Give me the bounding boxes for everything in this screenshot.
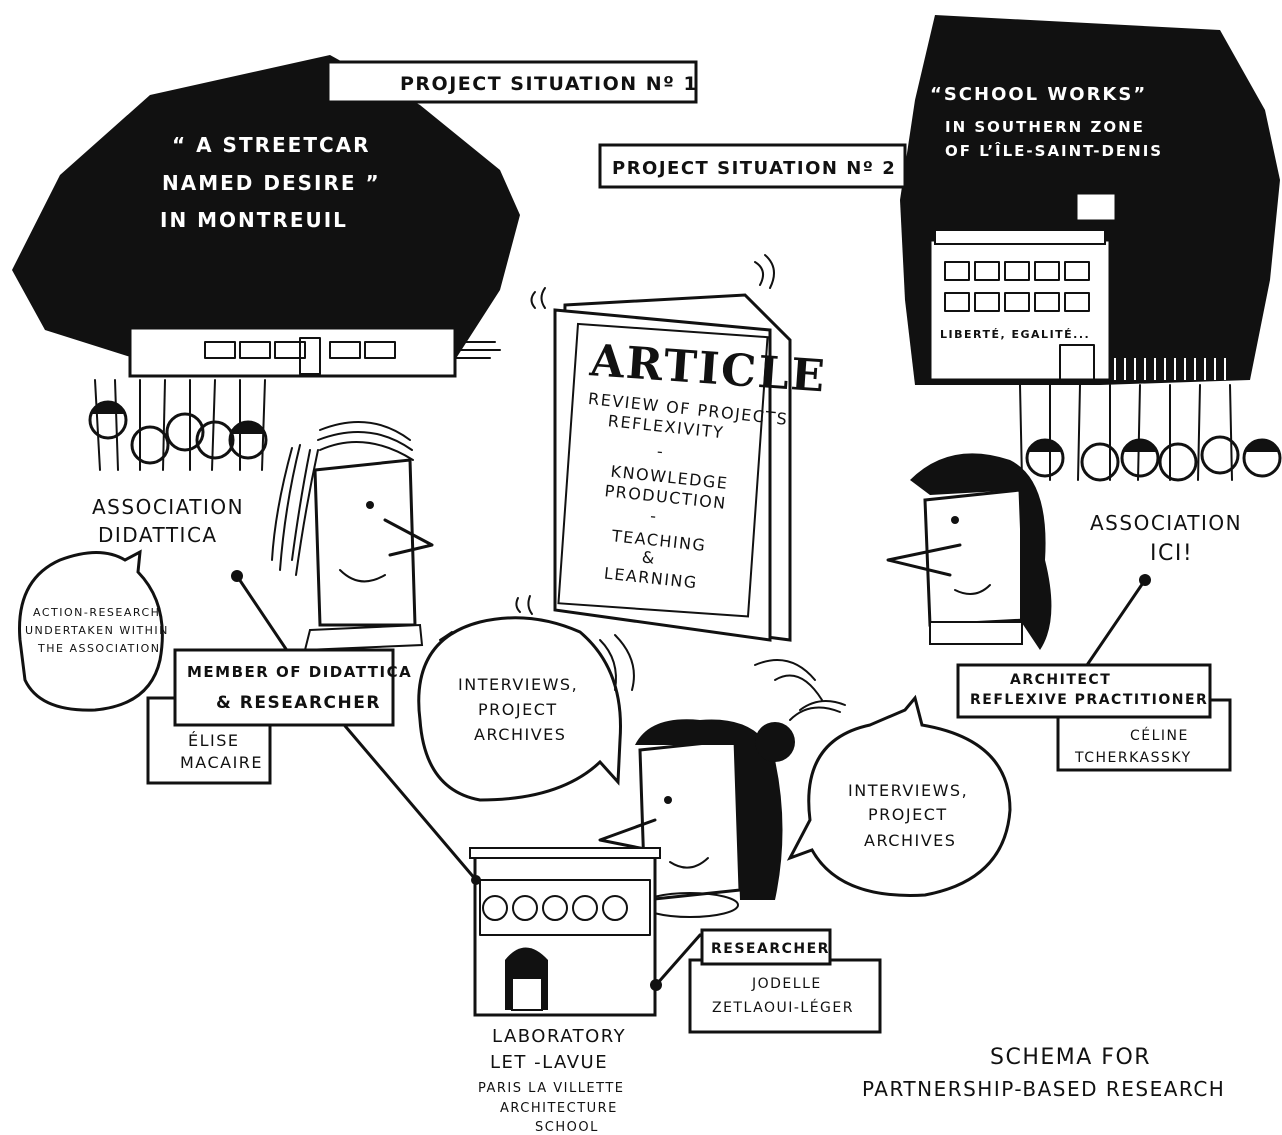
elise-name-line-2: MACAIRE — [180, 753, 263, 772]
streetcar-icon — [128, 326, 501, 378]
jodelle-name-line-2: ZETLAOUI-LÉGER — [712, 999, 854, 1016]
crowd-ici-icon — [1019, 384, 1282, 482]
interviews-right-line-2: PROJECT — [868, 805, 948, 824]
interviews-left-line-1: INTERVIEWS, — [458, 675, 578, 694]
laboratory-line-2: LET -LAVUE — [490, 1052, 608, 1073]
situation-1-title-line-1: “ A STREETCAR — [172, 133, 371, 157]
situation-2-tag-box — [598, 143, 907, 189]
connector-dot — [650, 979, 662, 991]
jodelle-name-line-1: JODELLE — [751, 976, 822, 992]
situation-1-title-line-3: IN MONTREUIL — [160, 208, 348, 232]
researcher-role-box — [700, 928, 832, 966]
article-line-3: - — [656, 441, 665, 461]
situation-1-title-line-2: NAMED DESIRE ” — [162, 171, 381, 195]
elise-role-line-2: & RESEARCHER — [216, 693, 381, 713]
interviews-right-line-3: ARCHIVES — [864, 831, 956, 850]
didattica-name-line-2: DIDATTICA — [98, 523, 218, 547]
situation-1-cloud: “ A STREETCAR NAMED DESIRE ” IN MONTREUI… — [12, 55, 520, 378]
action-research-line-1: ACTION-RESEARCH — [33, 606, 160, 619]
laboratory-line-4: ARCHITECTURE — [500, 1101, 618, 1116]
situation-1-tag: PROJECT SITUATION Nº 1 — [400, 73, 698, 95]
caption-line-2: PARTNERSHIP-BASED RESEARCH — [862, 1077, 1225, 1101]
building-sign: LIBERTÉ, EGALITÉ... — [940, 328, 1090, 341]
article-line-8: & — [641, 547, 657, 567]
didattica-name-line-1: ASSOCIATION — [92, 495, 244, 519]
elise-role-line-1: MEMBER OF DIDATTICA — [187, 663, 412, 681]
laboratory-line-5: SCHOOL — [535, 1120, 599, 1135]
jodelle-name-box — [688, 958, 882, 1034]
celine-name-line-1: CÉLINE — [1130, 727, 1189, 744]
action-research-line-2: UNDERTAKEN WITHIN — [25, 624, 169, 637]
celine-role-line-1: ARCHITECT — [1010, 672, 1111, 688]
elise-name-line-1: ÉLISE — [188, 731, 240, 750]
ici-name-line-2: ICI! — [1150, 541, 1193, 566]
elise-role-box — [173, 648, 395, 727]
ici-name-line-1: ASSOCIATION — [1090, 511, 1242, 535]
laboratory-building-icon — [469, 847, 661, 1017]
interviews-right-line-1: INTERVIEWS, — [848, 781, 968, 800]
celine-role-line-2: REFLEXIVE PRACTITIONER — [970, 692, 1208, 708]
article-magazine — [530, 254, 792, 642]
situation-2-tag: PROJECT SITUATION Nº 2 — [612, 158, 896, 179]
connector-dot — [231, 570, 243, 582]
situation-1-tag-box — [326, 60, 698, 104]
connector-dot — [1139, 574, 1151, 586]
interviews-left-line-3: ARCHIVES — [474, 725, 566, 744]
laboratory-line-1: LABORATORY — [492, 1026, 626, 1047]
flag-icon — [1077, 194, 1115, 220]
bubble-action-research — [18, 549, 164, 712]
celine-figure — [886, 453, 1052, 650]
situation-2-title-line-3: OF L’ÎLE-SAINT-DENIS — [945, 141, 1163, 160]
situation-2-title-line-2: IN SOUTHERN ZONE — [945, 118, 1145, 136]
researcher-role: RESEARCHER — [711, 941, 830, 957]
school-building-icon — [928, 194, 1226, 382]
elise-figure — [271, 421, 434, 652]
situation-2-title-line-1: “SCHOOL WORKS” — [930, 84, 1147, 105]
situation-2-cloud: LIBERTÉ, EGALITÉ... “SCHOOL WORKS” IN SO… — [900, 15, 1280, 385]
bubble-interviews-right — [786, 694, 1012, 897]
article-line-6: - — [649, 506, 658, 526]
celine-role-box — [956, 663, 1212, 719]
crowd-didattica-icon — [88, 379, 268, 471]
laboratory-line-3: PARIS LA VILLETTE — [478, 1081, 625, 1096]
motion-lines — [515, 595, 846, 721]
connector-lines — [235, 574, 1147, 987]
celine-name-line-2: TCHERKASSKY — [1074, 750, 1192, 766]
interviews-left-line-2: PROJECT — [478, 700, 558, 719]
action-research-line-3: THE ASSOCIATION — [37, 642, 161, 655]
caption-line-1: SCHEMA FOR — [990, 1045, 1151, 1070]
